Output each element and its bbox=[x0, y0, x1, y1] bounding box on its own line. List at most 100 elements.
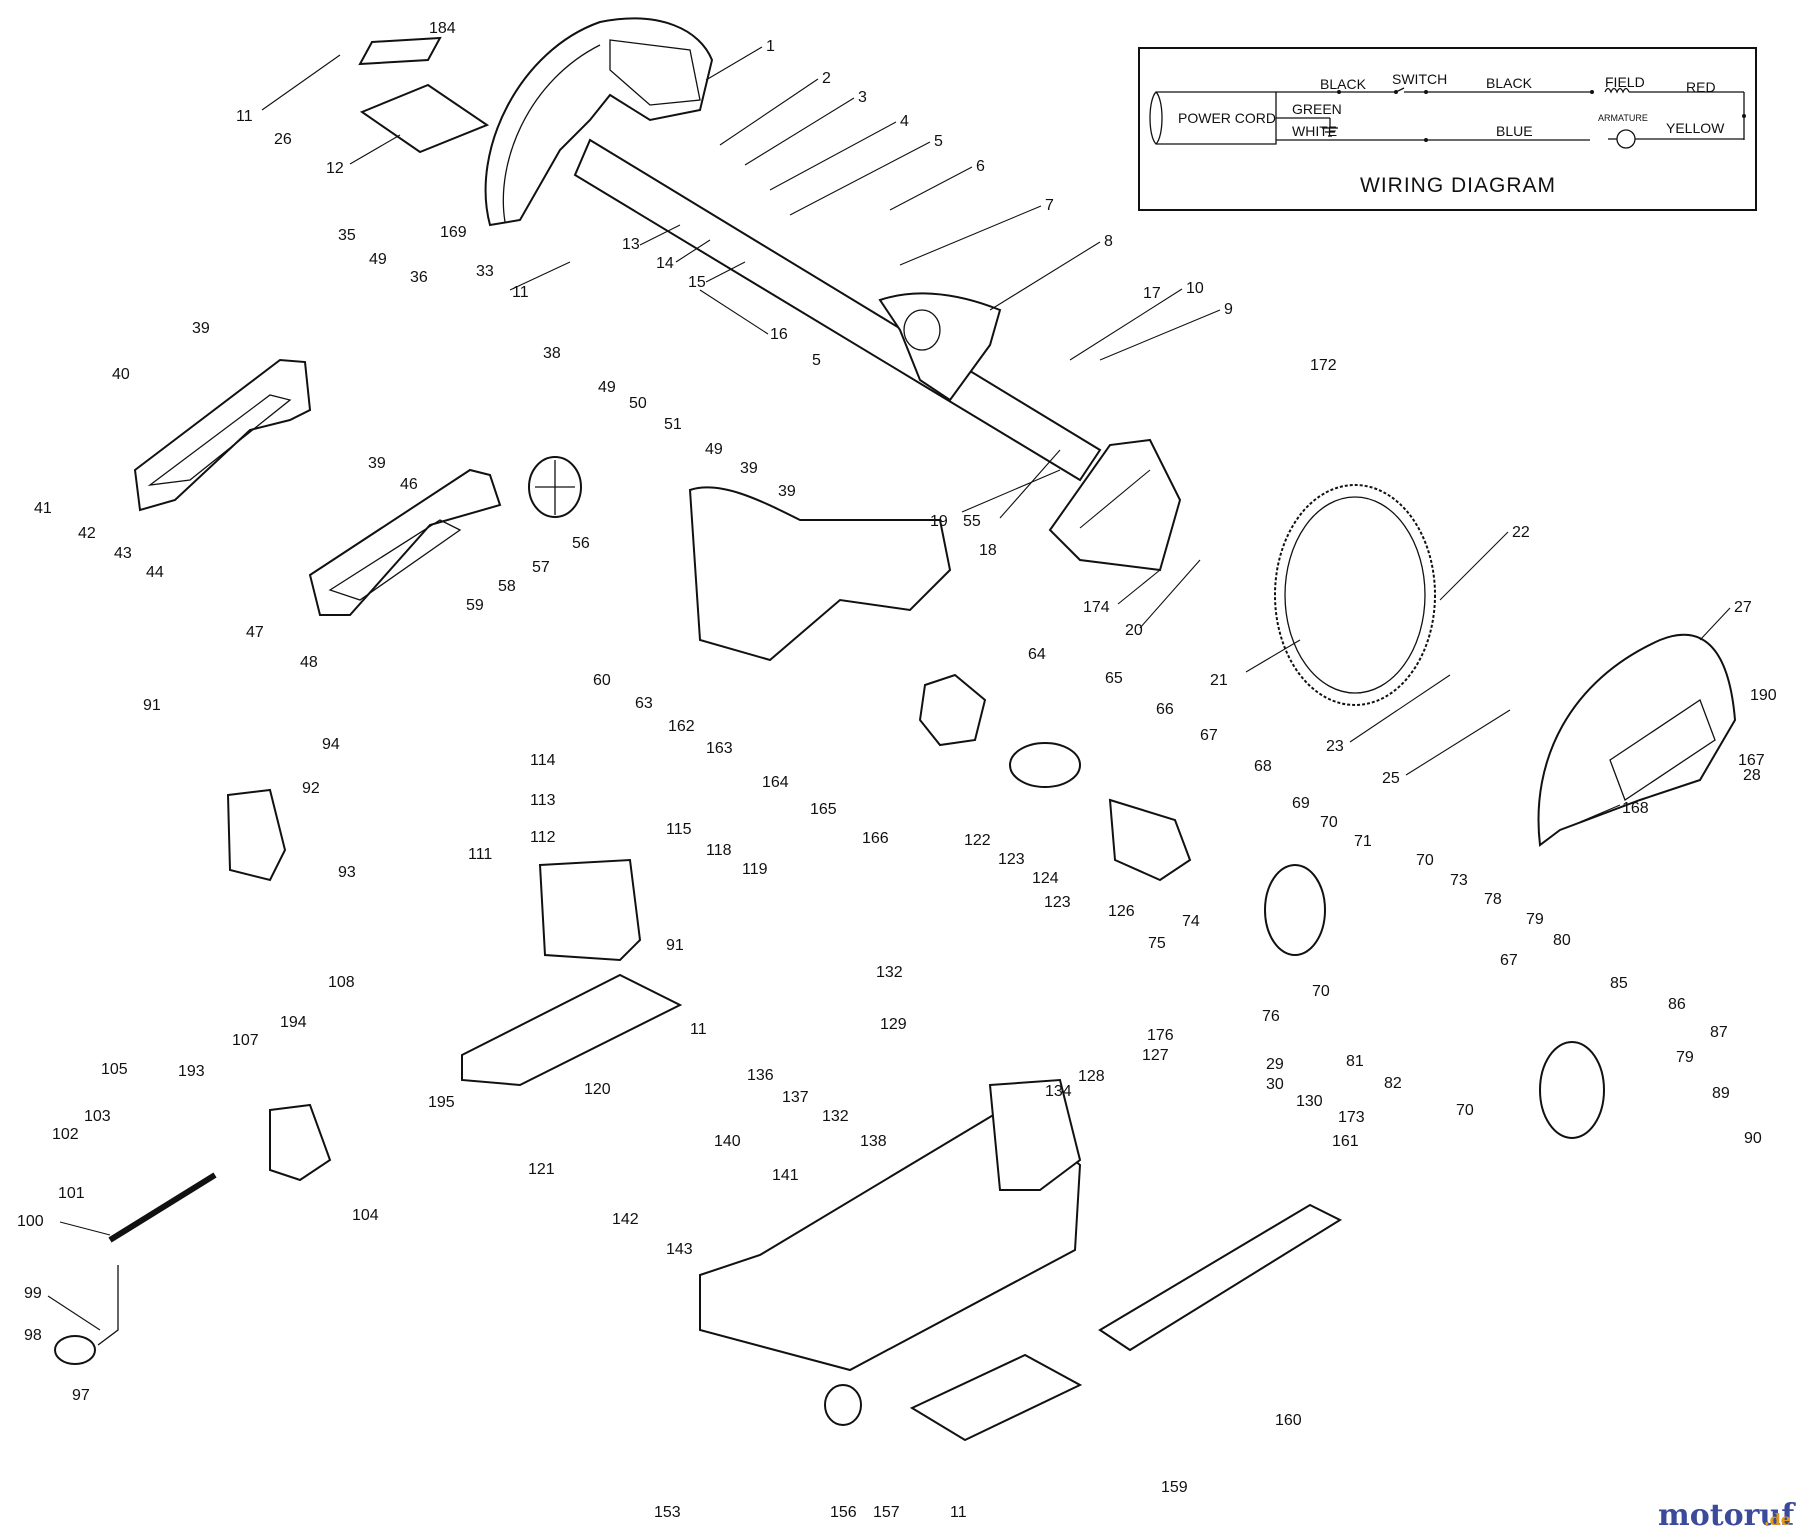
part-label-39: 39 bbox=[192, 320, 210, 337]
part-label-174: 174 bbox=[1083, 599, 1110, 616]
miter-fence bbox=[538, 858, 642, 962]
part-label-104: 104 bbox=[352, 1207, 379, 1224]
part-label-99: 99 bbox=[24, 1285, 42, 1302]
upper-blade-guard bbox=[484, 17, 714, 227]
part-label-94: 94 bbox=[322, 736, 340, 753]
part-label-26: 26 bbox=[274, 131, 292, 148]
part-label-39b: 39 bbox=[368, 455, 386, 472]
part-label-176: 176 bbox=[1147, 1027, 1174, 1044]
bottom-plate bbox=[909, 1353, 1083, 1442]
part-label-8: 8 bbox=[1104, 233, 1113, 250]
part-label-47: 47 bbox=[246, 624, 264, 641]
part-label-16: 16 bbox=[770, 326, 788, 343]
part-label-4: 4 bbox=[900, 113, 909, 130]
part-label-51: 51 bbox=[664, 416, 682, 433]
part-label-12: 12 bbox=[326, 160, 344, 177]
part-label-91: 91 bbox=[143, 697, 161, 714]
leader-lines bbox=[47, 46, 1731, 1331]
label-plate bbox=[358, 36, 442, 66]
material-stop-rail bbox=[1098, 1203, 1343, 1352]
part-label-167: 167 bbox=[1738, 752, 1765, 769]
part-label-57: 57 bbox=[532, 559, 550, 576]
part-label-169: 169 bbox=[440, 224, 467, 241]
part-label-90: 90 bbox=[1744, 1130, 1762, 1147]
part-label-172: 172 bbox=[1310, 357, 1337, 374]
part-label-162: 162 bbox=[668, 718, 695, 735]
wiring-diagram: POWER CORD BLACK SWITCH BLACK FIELD RED … bbox=[1138, 47, 1757, 211]
wiring-diagram-frame bbox=[1138, 47, 1757, 211]
fence-bracket bbox=[461, 973, 683, 1087]
part-label-28: 28 bbox=[1743, 767, 1761, 784]
part-label-3: 3 bbox=[858, 89, 867, 106]
part-label-39c: 39 bbox=[740, 460, 758, 477]
part-label-5: 5 bbox=[934, 133, 943, 150]
crank bbox=[54, 1265, 119, 1365]
part-label-30: 30 bbox=[1266, 1076, 1284, 1093]
part-label-75: 75 bbox=[1148, 935, 1166, 952]
part-label-134: 134 bbox=[1045, 1083, 1072, 1100]
wire-label-switch: SWITCH bbox=[1392, 71, 1447, 87]
part-label-44: 44 bbox=[146, 564, 164, 581]
part-label-98: 98 bbox=[24, 1327, 42, 1344]
part-label-190: 190 bbox=[1750, 687, 1777, 704]
part-label-73: 73 bbox=[1450, 872, 1468, 889]
part-label-25: 25 bbox=[1382, 770, 1400, 787]
part-label-49: 49 bbox=[369, 251, 387, 268]
part-label-121: 121 bbox=[528, 1161, 555, 1178]
part-label-168: 168 bbox=[1622, 800, 1649, 817]
wire-label-yellow: YELLOW bbox=[1666, 120, 1725, 136]
wiring-diagram-title: WIRING DIAGRAM bbox=[1360, 174, 1556, 197]
part-label-114: 114 bbox=[530, 752, 556, 769]
field-coil-symbol bbox=[1604, 87, 1630, 94]
part-label-91b: 91 bbox=[666, 937, 684, 954]
part-label-17: 17 bbox=[1143, 285, 1161, 302]
part-label-80: 80 bbox=[1553, 932, 1571, 949]
power-cord-label: POWER CORD bbox=[1178, 110, 1276, 126]
part-label-11: 11 bbox=[236, 108, 253, 125]
part-label-23: 23 bbox=[1326, 738, 1344, 755]
gear-case-cover bbox=[1009, 742, 1081, 788]
part-label-81: 81 bbox=[1346, 1053, 1364, 1070]
part-label-69: 69 bbox=[1292, 795, 1310, 812]
part-label-27: 27 bbox=[1734, 599, 1752, 616]
part-label-100: 100 bbox=[17, 1213, 44, 1230]
part-label-193: 193 bbox=[178, 1063, 205, 1080]
part-label-89: 89 bbox=[1712, 1085, 1730, 1102]
part-label-132b: 132 bbox=[822, 1108, 849, 1125]
rubber-foot bbox=[824, 1384, 862, 1426]
part-label-1: 1 bbox=[766, 38, 775, 55]
part-label-60: 60 bbox=[593, 672, 611, 689]
part-label-67: 67 bbox=[1200, 727, 1218, 744]
part-label-194: 194 bbox=[280, 1014, 307, 1031]
watermark-logo: motoruf .de bbox=[1658, 1498, 1796, 1533]
part-label-87: 87 bbox=[1710, 1024, 1728, 1041]
part-label-18: 18 bbox=[979, 542, 997, 559]
part-label-119: 119 bbox=[742, 861, 768, 878]
part-label-55: 55 bbox=[963, 513, 981, 530]
part-label-35: 35 bbox=[338, 227, 356, 244]
part-label-68: 68 bbox=[1254, 758, 1272, 775]
part-label-107: 107 bbox=[232, 1032, 259, 1049]
part-label-93: 93 bbox=[338, 864, 356, 881]
part-label-14: 14 bbox=[656, 255, 674, 272]
handle-right bbox=[308, 468, 502, 616]
part-label-140: 140 bbox=[714, 1133, 741, 1150]
part-labels: 1 2 3 4 5 5 6 7 8 9 10 11 11 11 11 12 13… bbox=[17, 20, 1777, 1521]
part-label-136: 136 bbox=[747, 1067, 774, 1084]
armature bbox=[1108, 798, 1192, 882]
part-label-108: 108 bbox=[328, 974, 355, 991]
part-label-10: 10 bbox=[1186, 280, 1204, 297]
part-label-58: 58 bbox=[498, 578, 516, 595]
motor-arm-housing bbox=[573, 138, 1102, 662]
part-label-92: 92 bbox=[302, 780, 320, 797]
part-label-184: 184 bbox=[429, 20, 456, 37]
saw-blade bbox=[1274, 484, 1436, 706]
part-label-173: 173 bbox=[1338, 1109, 1365, 1126]
part-label-71: 71 bbox=[1354, 833, 1372, 850]
part-label-122: 122 bbox=[964, 832, 991, 849]
part-label-111: 111 bbox=[468, 846, 492, 863]
part-label-123: 123 bbox=[998, 851, 1025, 868]
part-label-120: 120 bbox=[584, 1081, 611, 1098]
